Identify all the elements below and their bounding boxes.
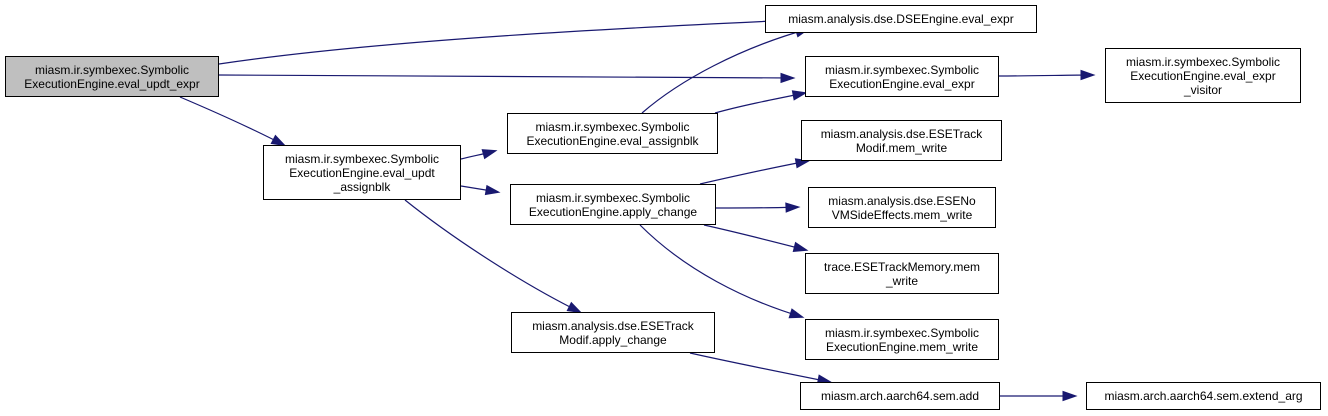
node-label-line: Modif.mem_write bbox=[855, 140, 948, 155]
node-label-line: ExecutionEngine.eval_updt_expr bbox=[24, 76, 200, 91]
arrowhead-se_eval_expr bbox=[791, 90, 808, 101]
arrowhead-se_eval_updt_assignblk bbox=[270, 134, 287, 147]
arrowhead-trace_mem_write bbox=[792, 241, 809, 252]
node-label-line: trace.ESETrackMemory.mem bbox=[823, 259, 981, 274]
arrowhead-esenovm_mem_write bbox=[785, 202, 801, 213]
node-trace-mem-write[interactable]: trace.ESETrackMemory.mem _write bbox=[805, 253, 999, 294]
arrowhead-se_eval_expr bbox=[780, 72, 796, 84]
node-label-line: miasm.analysis.dse.DSEEngine.eval_expr bbox=[788, 12, 1014, 26]
edge-root-to-se_eval_updt_assignblk bbox=[179, 96, 285, 146]
node-sem-add[interactable]: miasm.arch.aarch64.sem.add bbox=[800, 382, 1000, 410]
node-se-eval-updt-assignblk[interactable]: miasm.ir.symbexec.Symbolic ExecutionEngi… bbox=[263, 145, 461, 200]
node-se-eval-expr-visitor[interactable]: miasm.ir.symbexec.Symbolic ExecutionEngi… bbox=[1105, 48, 1301, 103]
edge-esetrack_apply_change-to-sem_add bbox=[689, 352, 831, 383]
node-label-line: ExecutionEngine.eval_assignblk bbox=[526, 133, 699, 148]
node-label-line: miasm.ir.symbexec.Symbolic bbox=[1125, 54, 1281, 69]
node-esetrack-mem-write[interactable]: miasm.analysis.dse.ESETrack Modif.mem_wr… bbox=[801, 120, 1002, 161]
node-sem-extend-arg[interactable]: miasm.arch.aarch64.sem.extend_arg bbox=[1086, 382, 1321, 410]
node-label-line: miasm.analysis.dse.ESENo bbox=[828, 193, 976, 208]
node-se-eval-expr[interactable]: miasm.ir.symbexec.Symbolic ExecutionEngi… bbox=[805, 56, 999, 97]
edge-root-to-se_eval_expr bbox=[218, 74, 794, 79]
node-se-apply-change[interactable]: miasm.ir.symbexec.Symbolic ExecutionEngi… bbox=[510, 184, 716, 225]
node-label-line: miasm.arch.aarch64.sem.extend_arg bbox=[1104, 389, 1303, 403]
node-label-line: ExecutionEngine.mem_write bbox=[825, 339, 979, 354]
arrowhead-esetrack_apply_change bbox=[566, 301, 583, 314]
node-root[interactable]: miasm.ir.symbexec.Symbolic ExecutionEngi… bbox=[5, 56, 219, 97]
node-label-line: Modif.apply_change bbox=[559, 332, 667, 347]
node-label-line: ExecutionEngine.eval_expr bbox=[1130, 68, 1276, 83]
node-label-line: ExecutionEngine.eval_updt bbox=[289, 165, 435, 180]
edge-se_apply_change-to-esetrack_mem_write bbox=[699, 160, 809, 185]
node-label-line: miasm.ir.symbexec.Symbolic bbox=[34, 62, 190, 77]
node-label-line: ExecutionEngine.apply_change bbox=[528, 204, 698, 219]
arrowhead-se_eval_assignblk bbox=[481, 149, 498, 160]
node-esetrack-apply-change[interactable]: miasm.analysis.dse.ESETrack Modif.apply_… bbox=[511, 312, 715, 353]
node-se-eval-assignblk[interactable]: miasm.ir.symbexec.Symbolic ExecutionEngi… bbox=[507, 113, 718, 154]
arrowhead-se_mem_write bbox=[788, 308, 805, 319]
node-label-line: miasm.arch.aarch64.sem.add bbox=[820, 389, 980, 403]
edge-se_eval_assignblk-to-se_eval_expr bbox=[714, 92, 806, 114]
node-label-line: _assignblk bbox=[333, 179, 391, 194]
node-label-line: miasm.ir.symbexec.Symbolic bbox=[284, 151, 440, 166]
edge-se_eval_updt_assignblk-to-esetrack_apply_change bbox=[404, 199, 581, 313]
node-esenovm-mem-write[interactable]: miasm.analysis.dse.ESENo VMSideEffects.m… bbox=[808, 187, 996, 228]
edge-se_eval_expr-to-se_eval_expr_visitor bbox=[998, 74, 1094, 77]
node-label-line: miasm.analysis.dse.ESETrack bbox=[820, 126, 983, 141]
arrowhead-sem_extend_arg bbox=[1062, 390, 1078, 402]
edge-se_apply_change-to-trace_mem_write bbox=[703, 224, 807, 251]
edge-se_eval_assignblk-to-dse_eval_expr bbox=[641, 28, 809, 114]
node-label-line: VMSideEffects.mem_write bbox=[831, 207, 973, 222]
node-label-line: ExecutionEngine.eval_expr bbox=[829, 76, 975, 91]
node-label-line: miasm.ir.symbexec.Symbolic bbox=[535, 119, 690, 134]
arrowhead-se_apply_change bbox=[484, 184, 501, 196]
node-label-line: miasm.ir.symbexec.Symbolic bbox=[824, 62, 980, 77]
edge-root-to-dse_eval_expr bbox=[218, 19, 796, 65]
edge-se_apply_change-to-se_mem_write bbox=[639, 224, 803, 318]
arrowhead-se_eval_expr_visitor bbox=[1080, 69, 1096, 81]
node-label-line: _visitor bbox=[1183, 82, 1222, 97]
node-se-mem-write[interactable]: miasm.ir.symbexec.Symbolic ExecutionEngi… bbox=[805, 319, 999, 360]
node-label-line: miasm.analysis.dse.ESETrack bbox=[532, 318, 694, 333]
node-label-line: miasm.ir.symbexec.Symbolic bbox=[535, 190, 691, 205]
node-label-line: _write bbox=[885, 273, 918, 288]
node-label-line: miasm.ir.symbexec.Symbolic bbox=[824, 325, 980, 340]
node-dse-eval-expr[interactable]: miasm.analysis.dse.DSEEngine.eval_expr bbox=[765, 5, 1037, 33]
